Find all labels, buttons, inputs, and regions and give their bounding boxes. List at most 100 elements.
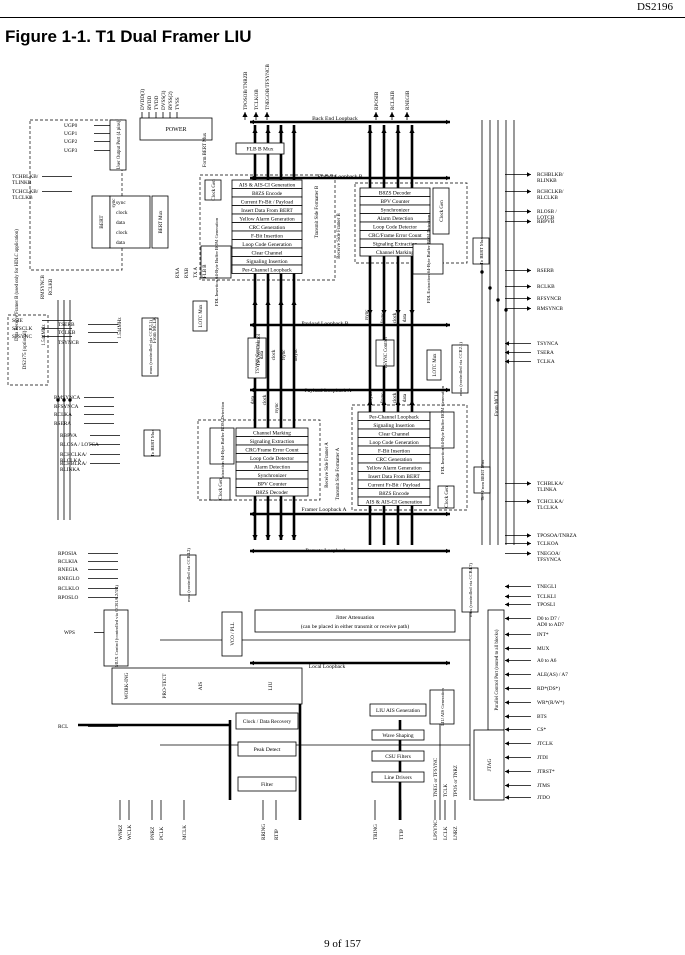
bottom-signal-tring: TRING: [373, 824, 379, 840]
loopback-framer-loopback-a: Framer Loopback A: [301, 507, 346, 513]
parallel-control-port: Parallel Control Port (routed to all blo…: [487, 609, 505, 731]
rx-framer-a-label: BPV Counter: [257, 481, 286, 487]
tx-formatter-a-label: Yellow Alarm Generation: [366, 465, 422, 471]
liu-ais-generation-2: LIU AIS Generation: [429, 688, 455, 726]
left-signal-ugp1: UGP1: [64, 131, 78, 137]
left-signal-tchblkb-tlinkb-line2: TLINKB: [12, 180, 32, 186]
annot-clock-32: clock: [393, 392, 398, 403]
parallel-control-port-label: Parallel Control Port (routed to all blo…: [495, 629, 500, 710]
annot-data-26: data: [260, 350, 265, 359]
clock-gen-a-rx-box: [209, 477, 231, 501]
left-signal-rchblka-rlinka: RCHBLKA/: [60, 461, 87, 467]
lotc-mux-a-box: [426, 349, 442, 381]
annot-data-25: data: [403, 313, 408, 322]
clock-gen-a-tx-label: Clock Gen: [445, 486, 450, 508]
right-signal-rbpvb: RBPVB: [537, 219, 555, 225]
bottom-signal-rring: RRING: [261, 824, 267, 840]
right-signal-rchclkb-rlclkb: RCHCLKB/: [537, 189, 564, 195]
line-drivers-box: [371, 771, 425, 783]
bert-label: BERT: [99, 215, 105, 229]
data-source-mux-control: Data Source MUX Control (controlled via …: [103, 585, 129, 691]
fdl-a-insertion-box: [429, 411, 455, 449]
clock-gen-a-rx: Clock Gen: [209, 477, 231, 501]
tx-formatter-b-label: AIS & AIS-CI Generation: [239, 182, 296, 188]
annot-receive-side-framer-b-10: Receive Side Framer B: [337, 213, 342, 259]
liu-ais-generation-2-label: LIU AIS Generation: [440, 688, 445, 726]
left-signal-rposia: RPOSIA: [58, 551, 77, 557]
rx-framer-b-label: Alarm Detection: [377, 216, 413, 222]
tx-formatter-a-label: Insert Data From BERT: [368, 474, 420, 480]
right-signal-tsynca: TSYNCA: [537, 341, 558, 347]
loopback-payload-loopback-b: Payload Loopback B: [302, 321, 349, 327]
fdl-a-insertion: FDL Insertion 64-Byte Buffer BOM Generat…: [429, 385, 455, 474]
loopback-remote-loopback: Remote Loopback: [305, 548, 346, 554]
clock-gen-b-tx-box: [204, 179, 222, 201]
bert-sig-rxb: RXB: [185, 267, 190, 278]
tx-formatter-b-label: Signaling Insertion: [246, 259, 287, 265]
flb-b-mux-box: [235, 142, 285, 155]
data-source-mux-control-label: Data Source MUX Control (controlled via …: [114, 585, 119, 691]
clock-data-recovery: Clock / Data Recovery: [235, 712, 299, 730]
right-signal-jtdo: JTDO: [537, 795, 550, 801]
right-signal-bts: BTS: [537, 714, 547, 720]
right-signal-jtrst: JTRST*: [537, 769, 555, 775]
loopback-framer-loopback-b: Framer Loopback B: [317, 174, 362, 180]
mux-ccr2-1-a: mux (controlled via CCR2.1): [451, 342, 469, 396]
right-signal-tchclka-tlclka: TCHCLKA/: [537, 499, 564, 505]
rx-framer-a-label: Signaling Extraction: [250, 439, 295, 445]
to-from-bert-mux-a: To / From BERT Mux: [473, 459, 491, 500]
top-signal-rvss-2: RVSS(2): [167, 91, 174, 110]
rx-framer-b-label: Loop Code Detector: [373, 224, 417, 230]
bert-port-data: data: [116, 220, 125, 226]
annot-clock-35: clock: [263, 394, 268, 405]
tx-formatter-a-label: Current Fr-Bit / Payload: [368, 482, 421, 488]
wave-shaping-label: Wave Shaping: [382, 733, 413, 739]
right-signal-tnegli: TNEGLI: [537, 584, 556, 590]
fdl-b-insertion: FDL Insertion 64-Byte Buffer BOM Generat…: [200, 217, 232, 306]
bottom-signal-lnrz: LNRZ: [453, 826, 459, 840]
right-signal-rchblkb-rlinkb: RCHBLKB/: [537, 172, 564, 178]
mux-ccr4-2-label: mux (controlled via CCR4.2): [186, 548, 191, 602]
bottom-signal-mclk: MCLK: [182, 825, 188, 840]
right-signal-rlosb-lotcb: RLOSB /: [537, 209, 557, 215]
left-signal-tchclkb-tlclkb: TCHCLKB/: [12, 189, 39, 195]
top-signal-tvdd: TVDD: [154, 95, 160, 110]
left-signal-rfsynca: RFSYNCA: [54, 404, 79, 410]
jitter-line1: Jitter Attenuation: [336, 615, 375, 621]
header-rule: [0, 17, 685, 18]
left-signal-rlosa-lotca: RLOSA / LOTCA: [60, 442, 99, 448]
clock-gen-a-rx-label: Clock Gen: [219, 478, 224, 500]
liu-label: LIU: [268, 681, 274, 690]
rx-framer-a-label: Alarm Detection: [254, 464, 290, 470]
tx-formatter-a-label: F-Bit Insertion: [378, 448, 410, 454]
vco-pll-label: VCO / PLL: [231, 622, 236, 645]
tx-formatter-b-label: Per-Channel Loopback: [242, 267, 292, 273]
tx-formatter-b-row: [231, 264, 303, 274]
left-signal-rclka: RCLKA: [54, 412, 72, 418]
bert-sig-rxa: RXA: [176, 267, 181, 278]
mux-ccr4-7-label: mux (controlled via CCR4.7): [468, 563, 473, 617]
rx-framer-b-label: Synchronizer: [381, 207, 410, 213]
right-signal-a0-to-a6: A0 to A6: [537, 658, 557, 664]
right-signal-tposoa-tnrza: TPOSOA/TNRZA: [537, 533, 577, 539]
annot-sync-36: sync: [112, 198, 117, 208]
fdl-b-insertion-box: [200, 245, 232, 279]
jtag-box: [473, 729, 505, 801]
jtag: JTAG: [473, 729, 505, 801]
to-bert-mux-a-box: [143, 429, 161, 457]
right-signal-tposli: TPOSLI: [537, 602, 555, 608]
bottom-note-tclk: TCLK: [444, 784, 449, 797]
to-bert-mux-b: To BERT Mux: [472, 237, 490, 265]
doc-code: DS2196: [636, 1, 673, 13]
left-signal-ugp0: UGP0: [64, 123, 78, 129]
left-signal-rposlo: RPOSLO: [58, 595, 78, 601]
mux-ccr2-1-b-box: [141, 317, 159, 377]
annot-msync-30: msync: [369, 391, 374, 405]
annot-transmit-side-formatter-a-13: Transmit Side Formatter A: [336, 447, 341, 500]
annot-rsync-37: rsync: [275, 402, 280, 413]
bottom-signal-wnrz: WNRZ: [118, 825, 124, 840]
